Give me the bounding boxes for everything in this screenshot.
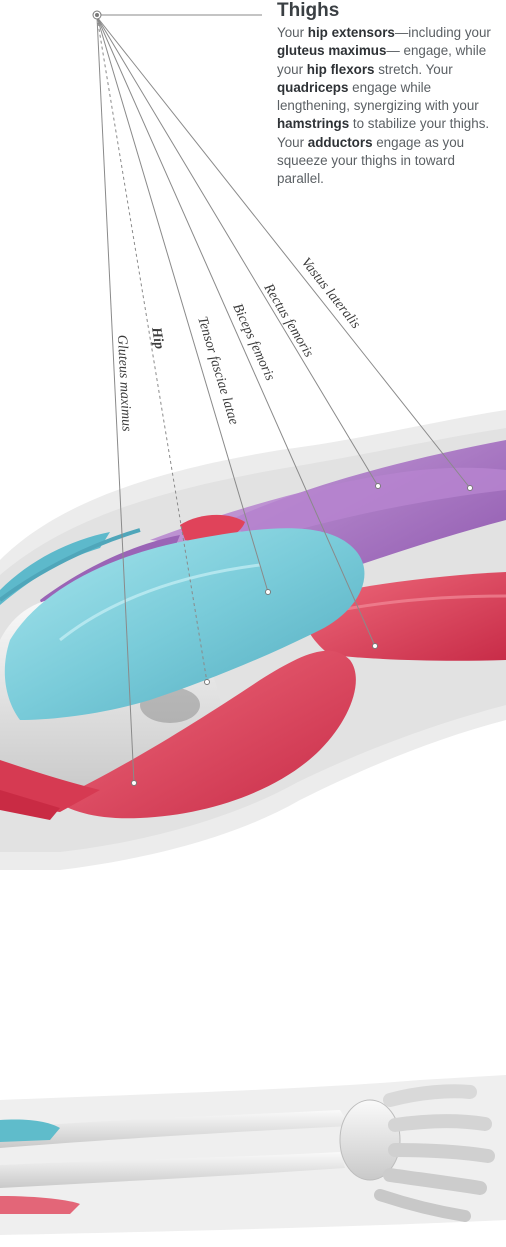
label-gluteus-maximus: Gluteus maximus (114, 334, 134, 432)
description-text: Your (277, 25, 308, 40)
forearm-illustration (0, 1075, 506, 1235)
description-keyword: gluteus maximus (277, 43, 386, 58)
label-tensor-fasciae-latae: Tensor fasciae latae (194, 315, 241, 427)
label-vastus-lateralis: Vastus lateralis (298, 255, 363, 332)
description-keyword: hamstrings (277, 116, 349, 131)
description-keyword: quadriceps (277, 80, 348, 95)
label-rectus-femoris: Rectus femoris (260, 280, 316, 360)
description-text: —including your (395, 25, 491, 40)
label-hip: Hip (148, 325, 167, 350)
description-keyword: hip extensors (308, 25, 395, 40)
thigh-illustration (0, 410, 506, 870)
thighs-description: Your hip extensors—including your gluteu… (277, 24, 503, 189)
thighs-callout: Thighs Your hip extensors—including your… (277, 0, 503, 189)
description-keyword: adductors (308, 135, 373, 150)
section-heading: Thighs (277, 0, 503, 22)
description-text: stretch. Your (375, 62, 453, 77)
description-keyword: hip flexors (307, 62, 375, 77)
